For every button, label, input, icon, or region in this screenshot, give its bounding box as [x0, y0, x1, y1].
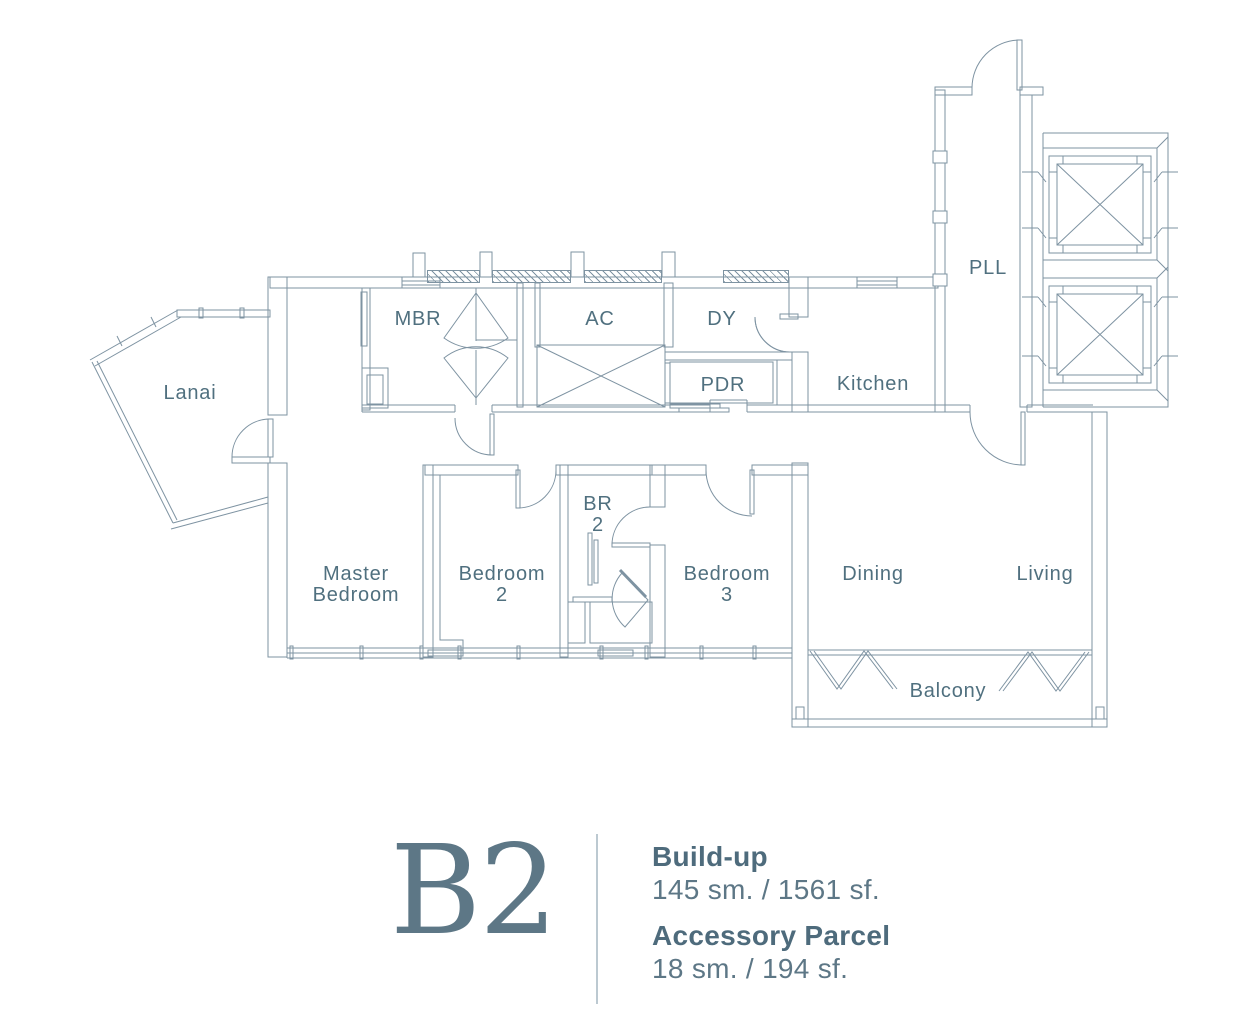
wall-hatch	[427, 270, 480, 283]
room-label-living: Living	[1016, 563, 1073, 585]
entry-door-arc	[969, 411, 1024, 466]
entry-door-leaf	[1020, 411, 1026, 466]
doors	[231, 39, 1026, 548]
room-label-pll: PLL	[969, 257, 1007, 279]
wall-lines	[89, 86, 1178, 728]
wall-hatch	[584, 270, 662, 283]
mbr-walls	[287, 282, 524, 411]
lanai-door-leaf	[267, 418, 274, 458]
folding-door-left	[809, 650, 898, 690]
pll-walls	[934, 86, 1044, 408]
room-label-bedroom3-1: Bedroom	[684, 563, 771, 585]
dy-door-arc	[754, 316, 791, 353]
room-label-bedroom3-2: 3	[721, 584, 733, 606]
wall-hatch	[492, 270, 571, 283]
bedroom2-door-leaf	[515, 469, 521, 509]
accessory-parcel-value: 18 sm. / 194 sf.	[652, 953, 849, 984]
lanai-walls	[89, 307, 271, 530]
pll-door-leaf	[1016, 39, 1023, 91]
room-label-ac: AC	[585, 308, 614, 330]
room-label-mbr: MBR	[395, 308, 442, 330]
room-label-dy: DY	[707, 308, 736, 330]
bedroom3-door-leaf	[749, 469, 755, 515]
window-top-kitchen	[856, 276, 898, 289]
build-up-spec: Build-up 145 sm. / 1561 sf.	[652, 840, 890, 906]
legend-specs: Build-up 145 sm. / 1561 sf. Accessory Pa…	[652, 840, 890, 998]
room-label-pdr: PDR	[701, 374, 746, 396]
mbr-door-arc	[454, 417, 493, 456]
room-label-lanai: Lanai	[164, 382, 217, 404]
ac-walls	[534, 282, 674, 408]
room-label-bedroom2-1: Bedroom	[459, 563, 546, 585]
br2-door-leaf	[611, 542, 651, 548]
dy-walls	[754, 276, 809, 413]
room-label-dining: Dining	[842, 563, 904, 585]
folding-door-right	[998, 651, 1090, 692]
pll-door-arc	[971, 39, 1020, 89]
legend-divider	[596, 834, 598, 1004]
room-label-br2-1: BR	[583, 493, 612, 515]
mbr-door-leaf	[489, 413, 495, 456]
build-up-label: Build-up	[652, 841, 768, 872]
pll-wall-windows	[932, 150, 948, 287]
bedroom3-door-arc	[705, 469, 753, 517]
br2-door-arc	[611, 506, 651, 546]
wall-hatch	[723, 270, 789, 283]
unit-code: B2	[390, 819, 558, 963]
accessory-parcel-spec: Accessory Parcel 18 sm. / 194 sf.	[652, 919, 890, 985]
room-label-master-bedroom-2: Bedroom	[313, 584, 400, 606]
room-label-kitchen: Kitchen	[837, 373, 909, 395]
accessory-parcel-label: Accessory Parcel	[652, 920, 891, 951]
room-label-balcony: Balcony	[910, 680, 987, 702]
br2-fixtures	[567, 532, 653, 644]
room-label-master-bedroom-1: Master	[323, 563, 389, 585]
bedroom2-door-arc	[517, 469, 557, 509]
lanai-door-arc	[231, 418, 271, 458]
living-balcony-walls	[791, 411, 1108, 728]
window-band-bottom	[286, 645, 793, 660]
build-up-value: 145 sm. / 1561 sf.	[652, 874, 880, 905]
elevator-block	[1022, 132, 1178, 408]
room-labels: Lanai MBR AC DY PDR Kitchen PLL Master B…	[164, 257, 1073, 702]
room-label-bedroom2-2: 2	[496, 584, 508, 606]
mbr-closet-doors	[443, 292, 509, 399]
room-label-br2-2: 2	[592, 514, 604, 536]
floor-plan-drawing: Lanai MBR AC DY PDR Kitchen PLL Master B…	[89, 39, 1178, 728]
